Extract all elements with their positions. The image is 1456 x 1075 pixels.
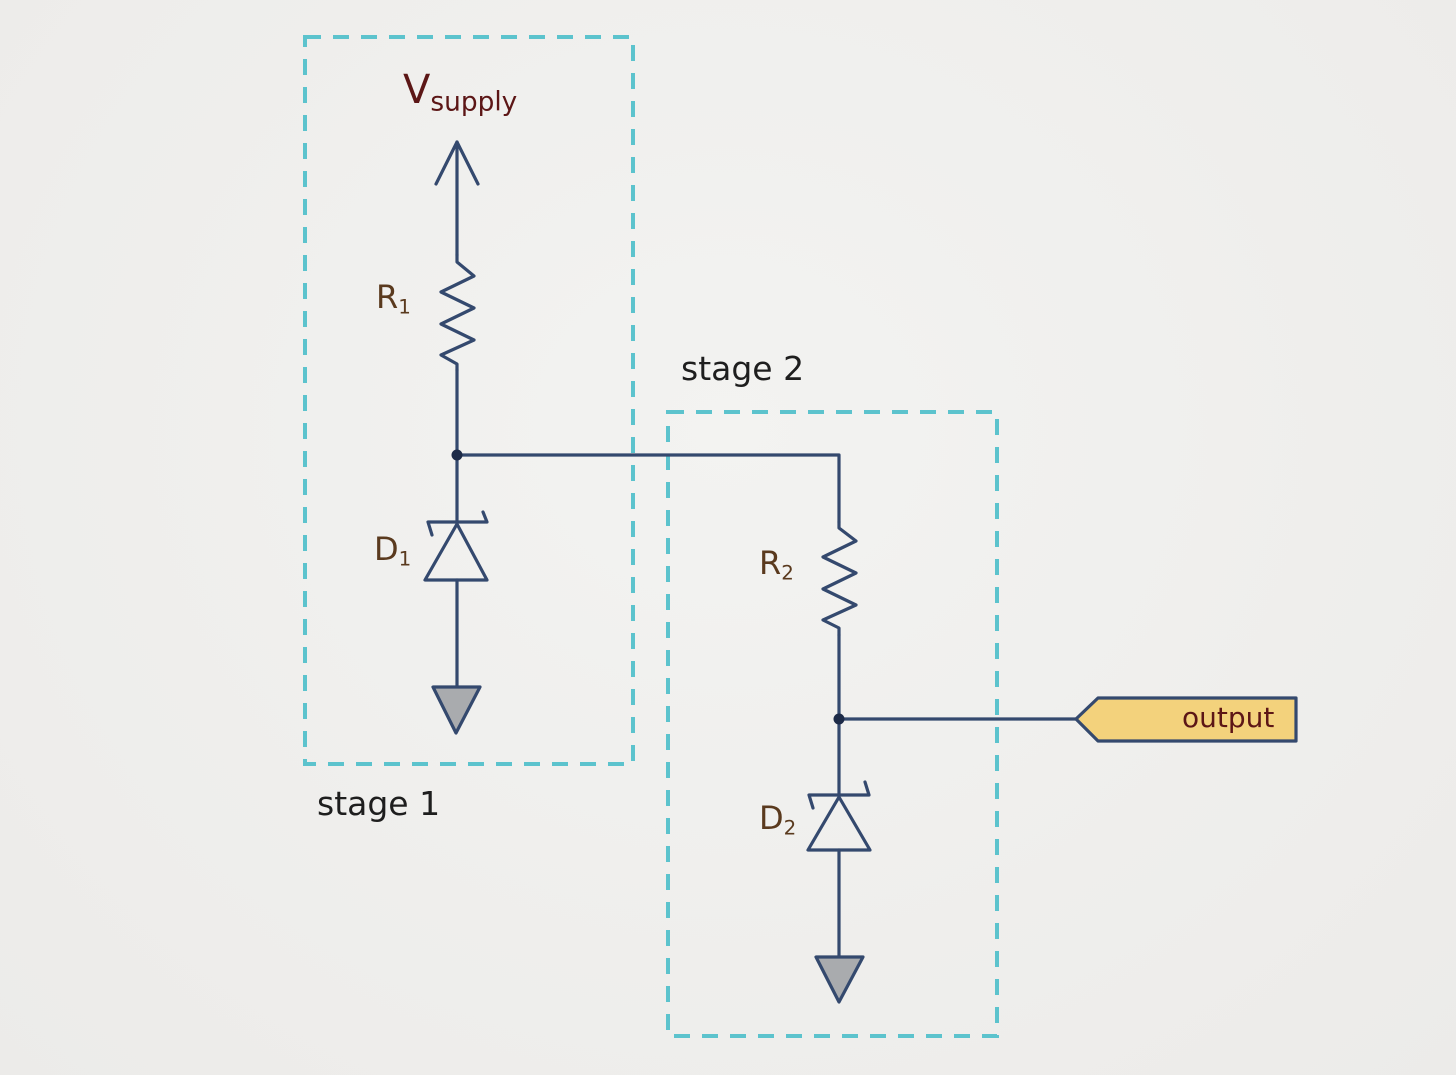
- label-r2: R2: [759, 547, 794, 583]
- junction-node-1: [451, 449, 463, 461]
- label-r1: R1: [376, 281, 411, 317]
- zener-diode-d1: [423, 510, 489, 582]
- junction-node-2: [833, 713, 845, 725]
- ground-icon-stage-1: [431, 685, 482, 735]
- ground-icon-stage-2: [814, 955, 865, 1004]
- label-r1-sub: 1: [398, 295, 411, 319]
- resistor-r1: [439, 253, 476, 372]
- label-output: output: [1182, 701, 1275, 734]
- output-tag: [1074, 696, 1298, 743]
- label-stage-1: stage 1: [317, 784, 441, 823]
- label-d1: D1: [374, 533, 411, 569]
- label-r1-main: R: [376, 278, 399, 316]
- label-vsupply-main: V: [403, 67, 431, 113]
- label-r2-sub: 2: [781, 561, 794, 585]
- label-d2: D2: [759, 802, 796, 838]
- stage-2-box: [666, 410, 999, 1038]
- resistor-r2: [821, 520, 858, 637]
- label-r2-main: R: [759, 544, 782, 582]
- supply-arrow-icon: [434, 140, 480, 257]
- label-vsupply: Vsupply: [403, 70, 517, 116]
- wire-node-to-r2: [455, 453, 841, 524]
- label-d2-main: D: [759, 799, 784, 837]
- label-d2-sub: 2: [783, 816, 797, 840]
- label-vsupply-sub: supply: [430, 86, 518, 118]
- stage-1-box: [303, 35, 635, 766]
- label-d1-sub: 1: [398, 547, 412, 571]
- label-d1-main: D: [374, 530, 399, 568]
- label-stage-2: stage 2: [681, 349, 805, 388]
